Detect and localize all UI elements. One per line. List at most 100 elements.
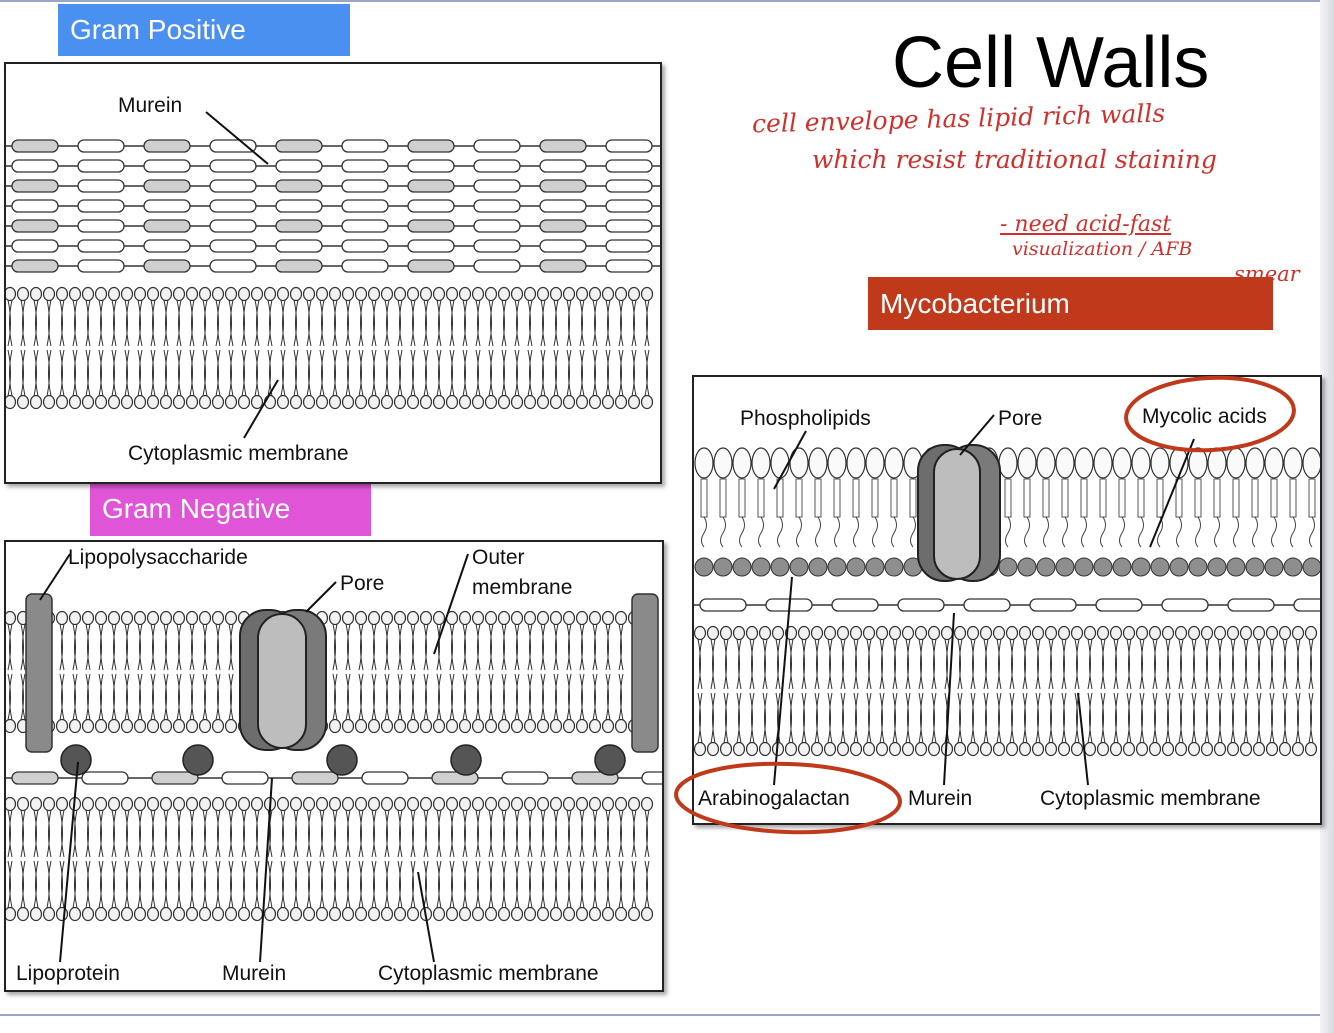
murein-unit (605, 199, 653, 213)
lipid-tail (189, 349, 195, 397)
lipid-tail (449, 809, 455, 858)
lipid-tail (150, 860, 156, 909)
lipid-head (6, 906, 17, 922)
lipid-tail (514, 299, 520, 347)
lipid-tail (254, 809, 260, 858)
lipid-tail (710, 692, 716, 744)
lipid-head (549, 394, 563, 410)
lipid-head (120, 718, 134, 734)
gram-positive-diagram: Murein Cytoplasmic membrane (4, 62, 662, 484)
murein-unit (539, 239, 587, 253)
lipid-tail (85, 349, 91, 397)
lipid-tail (423, 673, 429, 721)
lipid-tail (150, 809, 156, 858)
lipid-tail (215, 809, 221, 858)
lipid-tail (111, 349, 117, 397)
lipid-head (146, 796, 160, 812)
murein-unit (341, 239, 389, 253)
lipid-tail (1295, 692, 1301, 744)
lipid-tail (98, 860, 104, 909)
lipid-head (575, 906, 589, 922)
lipid-head (810, 625, 824, 641)
lipid-tail (1061, 638, 1067, 690)
lipid-head (406, 718, 420, 734)
lipid-head (588, 610, 602, 626)
lipid-tail (501, 860, 507, 909)
lipid-tail (553, 860, 559, 909)
mycolic-tail (1005, 516, 1011, 548)
lipid-head (1174, 741, 1188, 757)
arabinogalactan-unit (1188, 557, 1208, 577)
lipid-tail (46, 349, 52, 397)
lipid-head (640, 796, 654, 812)
lipid-tail (306, 809, 312, 858)
lipid-head (6, 610, 17, 626)
lipid-tail (553, 299, 559, 347)
lipid-head (289, 906, 303, 922)
lipid-head (198, 906, 212, 922)
lipid-head (1187, 741, 1201, 757)
phospholipid-head (827, 447, 847, 479)
lipid-head (315, 394, 329, 410)
arabinogalactan-unit (1245, 557, 1265, 577)
murein-unit (501, 771, 549, 785)
lipid-head (471, 286, 485, 302)
lipid-head (289, 796, 303, 812)
lipid-tail (280, 299, 286, 347)
lipid-head (68, 394, 82, 410)
lipid-tail (124, 860, 130, 909)
lipid-tail (788, 638, 794, 690)
phospholipid-head (998, 447, 1018, 479)
slide-top-border (0, 0, 1334, 2)
mycolic-chain (890, 478, 898, 518)
murein-unit (77, 259, 125, 273)
murein-unit (361, 771, 409, 785)
lipid-tail (475, 809, 481, 858)
lipid-head (68, 610, 82, 626)
mycolic-tail (1252, 516, 1258, 548)
lipid-tail (46, 809, 52, 858)
lipid-head (458, 796, 472, 812)
handwritten-note-4: visualization / AFB (1012, 238, 1193, 260)
mb-phospholipids-label: Phospholipids (740, 407, 871, 430)
lipid-head (1083, 741, 1097, 757)
lipid-tail (449, 349, 455, 397)
lipid-tail (111, 809, 117, 858)
lipid-head (927, 625, 941, 641)
lipid-head (1252, 625, 1266, 641)
lipid-head (432, 286, 446, 302)
mycolic-tail (796, 516, 802, 548)
lipid-tail (514, 349, 520, 397)
arabinogalactan-unit (884, 557, 904, 577)
lipid-tail (72, 623, 78, 671)
lipid-head (875, 625, 889, 641)
lipid-head (575, 286, 589, 302)
lipid-head (328, 796, 342, 812)
lipid-tail (384, 623, 390, 671)
lipid-head (224, 718, 238, 734)
murein-unit (605, 159, 653, 173)
murein-unit (605, 239, 653, 253)
lipid-head (1278, 625, 1292, 641)
lipid-head (797, 741, 811, 757)
lipid-tail (514, 809, 520, 858)
lps-pointer (39, 553, 71, 601)
lipid-head (979, 741, 993, 757)
lipid-tail (449, 673, 455, 721)
lipid-head (523, 286, 537, 302)
lipid-head (458, 610, 472, 626)
arabinogalactan-unit (713, 557, 733, 577)
gn-lipoprotein-label: Lipoprotein (16, 962, 120, 985)
lipoprotein-dot (60, 744, 92, 776)
lipid-head (640, 394, 654, 410)
mycolic-tail (1024, 516, 1030, 548)
slide-right-edge (1320, 0, 1334, 1033)
lipid-head (901, 741, 915, 757)
lipid-tail (371, 673, 377, 721)
handwritten-note-3: - need acid-fast (1000, 212, 1172, 237)
lipid-tail (931, 638, 937, 690)
lipid-head (1109, 625, 1123, 641)
lipid-head (133, 906, 147, 922)
mycolic-chain (738, 478, 746, 518)
murein-unit (209, 179, 257, 193)
